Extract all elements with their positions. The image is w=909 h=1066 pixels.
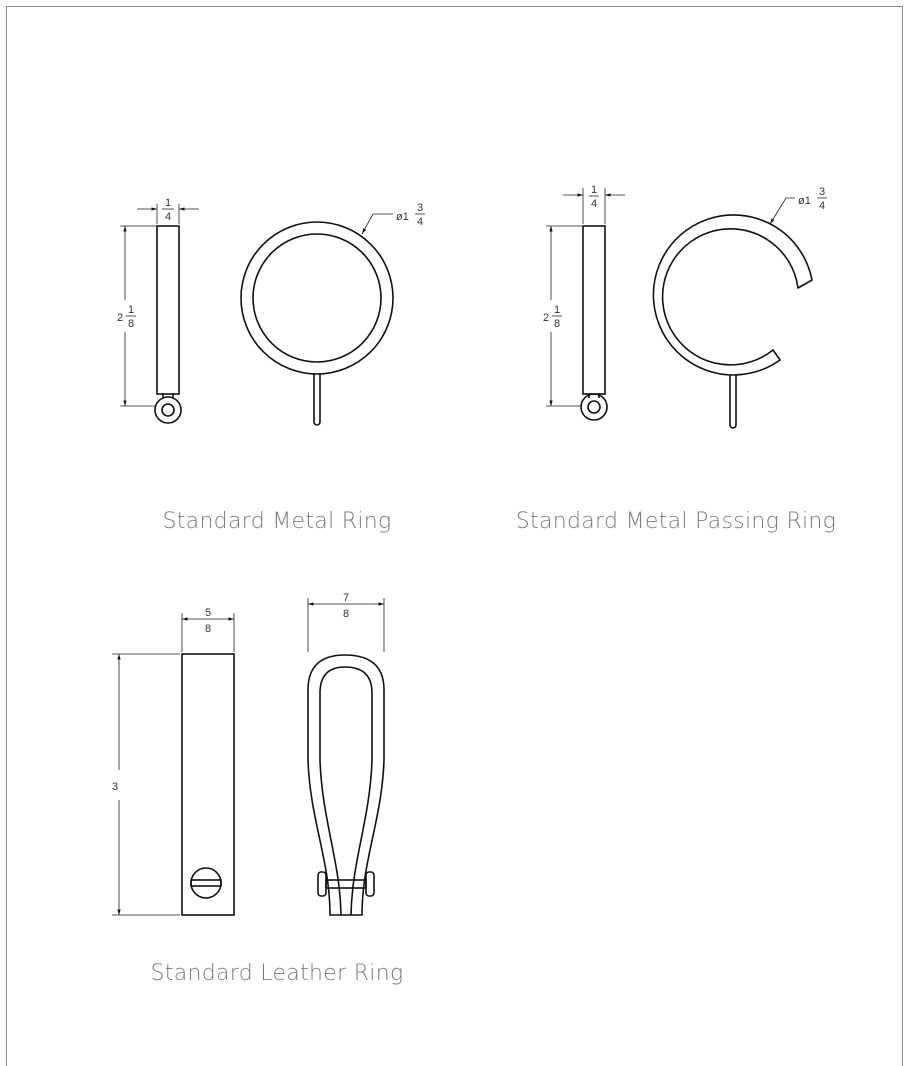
metal-ring-diameter-den: 4 xyxy=(417,216,423,228)
passing-ring-eyelet-outer xyxy=(580,393,608,421)
leather-ring-rivet-cap-right xyxy=(365,871,375,897)
passing-ring-height-num: 1 xyxy=(554,304,560,316)
metal-ring-group: 1 4 2 1 8 ø1 3 4 Standard Metal Ring xyxy=(117,197,425,534)
passing-ring-c-shape xyxy=(652,214,813,376)
passing-ring-diameter-prefix: ø1 xyxy=(798,195,811,207)
leather-ring-screw-head xyxy=(190,867,222,899)
leather-ring-front-strap xyxy=(181,653,235,916)
passing-ring-height-whole: 2 xyxy=(543,312,549,324)
metal-ring-height-whole: 2 xyxy=(117,312,123,324)
metal-ring-caption: Standard Metal Ring xyxy=(162,509,391,534)
metal-ring-diameter-prefix: ø1 xyxy=(396,211,409,223)
passing-ring-side-bar xyxy=(582,225,606,395)
passing-ring-pin xyxy=(729,375,737,429)
metal-ring-eyelet-inner xyxy=(161,403,175,417)
leather-ring-screw-slot xyxy=(190,879,222,887)
passing-ring-width-den: 4 xyxy=(591,198,597,210)
leather-ring-side-width-num: 7 xyxy=(343,592,349,604)
leather-ring-rivet-cap-left xyxy=(317,871,327,897)
passing-ring-group: 1 4 2 1 8 ø1 3 4 Standard Metal Passing … xyxy=(516,184,836,534)
leather-ring-group: 5 8 3 7 8 Standard Leather Ring xyxy=(112,592,404,986)
passing-ring-height-den: 8 xyxy=(554,318,560,330)
leather-ring-front-width-num: 5 xyxy=(205,607,211,619)
leather-ring-front-width-den: 8 xyxy=(205,623,211,635)
passing-ring-diameter-num: 3 xyxy=(819,186,825,198)
drawing-sheet xyxy=(6,6,903,1066)
metal-ring-width-den: 4 xyxy=(165,211,171,223)
metal-ring-pin xyxy=(313,373,321,426)
passing-ring-eyelet-inner xyxy=(587,400,601,414)
passing-ring-diameter-den: 4 xyxy=(819,200,825,212)
metal-ring-inner-circle xyxy=(252,233,382,363)
metal-ring-diameter-num: 3 xyxy=(417,202,423,214)
metal-ring-eyelet-outer xyxy=(154,396,182,424)
leather-ring-caption: Standard Leather Ring xyxy=(151,961,404,986)
passing-ring-caption: Standard Metal Passing Ring xyxy=(516,509,836,534)
leather-ring-rivet-shaft xyxy=(325,879,367,889)
metal-ring-height-den: 8 xyxy=(128,318,134,330)
metal-ring-width-num: 1 xyxy=(165,197,171,209)
metal-ring-side-bar xyxy=(156,225,180,395)
leather-ring-loop-outer xyxy=(307,654,385,916)
leather-ring-loop-inner xyxy=(319,666,373,916)
metal-ring-height-num: 1 xyxy=(128,304,134,316)
passing-ring-width-num: 1 xyxy=(591,184,597,196)
leather-ring-side-width-den: 8 xyxy=(343,608,349,620)
metal-ring-outer-circle xyxy=(240,221,394,375)
leather-ring-height: 3 xyxy=(112,781,118,793)
